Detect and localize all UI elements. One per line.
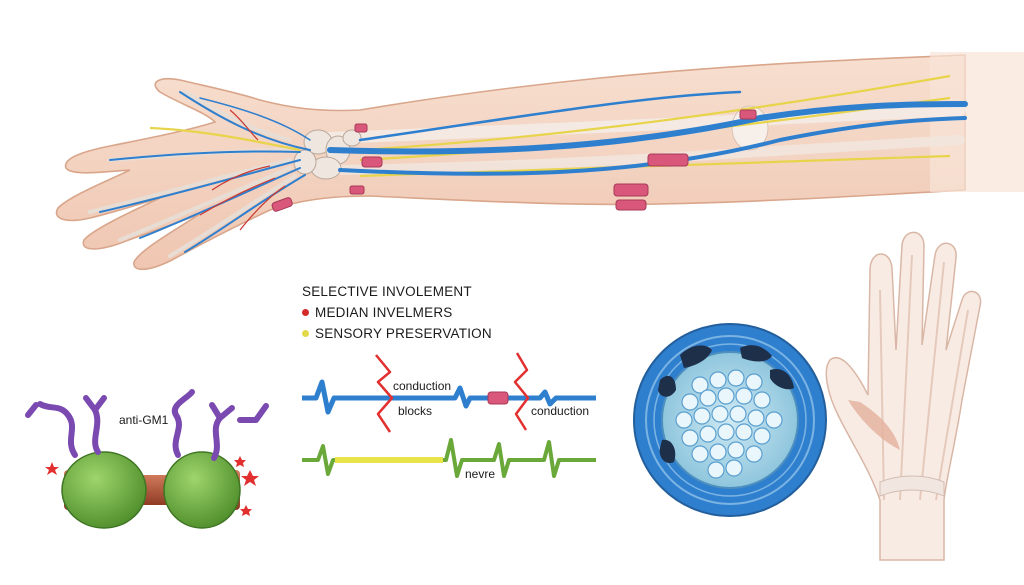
conduction-block-lesions — [271, 109, 757, 212]
motor-label-blocks: blocks — [398, 404, 433, 418]
legend-dot-red — [302, 309, 309, 316]
hand-tendons — [879, 254, 969, 501]
blood-vessels — [199, 109, 286, 231]
finger-bones — [88, 90, 297, 258]
wrist-band — [879, 475, 945, 497]
axon-bundles — [675, 369, 783, 479]
ulna-bone — [325, 135, 965, 175]
thenar-muscle — [848, 400, 900, 450]
sensory-label-nevre: nevre — [465, 467, 496, 481]
antibody-label: anti-GM1 — [119, 413, 169, 427]
antibody-node-illustration — [25, 389, 269, 529]
legend-item-label: SENSORY PRESERVATION — [315, 326, 492, 341]
motor-nerves — [99, 90, 968, 253]
legend-item-sensory: SENSORY PRESERVATION — [302, 323, 492, 344]
upper-arm-fade — [930, 52, 1024, 192]
legend-item-median: MEDIAN INVELMERS — [302, 302, 492, 323]
star-markers — [45, 456, 259, 516]
legend-title: SELECTIVE INVOLEMENT — [302, 284, 472, 299]
myelin-bead-left — [61, 451, 147, 529]
lightning-bolt-left — [375, 354, 394, 433]
motor-trace-line — [302, 379, 596, 415]
hand-outline — [825, 231, 982, 561]
perineurium-ring — [645, 335, 815, 505]
sensory-trace-line — [302, 438, 596, 478]
legend: SELECTIVE INVOLEMENT MEDIAN INVELMERS SE… — [302, 281, 492, 344]
arm-illustration — [55, 52, 1024, 271]
motor-label-conduction-right: conduction — [531, 404, 590, 418]
hand-anatomy — [825, 231, 982, 561]
legend-dot-yellow — [302, 330, 309, 337]
legend-item-label: MEDIAN INVELMERS — [315, 305, 453, 320]
conduction-traces — [302, 352, 596, 478]
motor-label-conduction: conduction — [393, 379, 452, 393]
anti-gm1-antibodies — [25, 389, 269, 461]
sensory-preserved-segment — [335, 457, 443, 463]
nerve-cross-section — [633, 323, 827, 517]
motor-block-marker — [487, 391, 509, 405]
lightning-bolt-right — [513, 352, 530, 431]
myelin-bead-right — [163, 451, 241, 529]
perineurium-ring-2 — [653, 343, 807, 497]
demyelinated-patches — [658, 345, 794, 464]
